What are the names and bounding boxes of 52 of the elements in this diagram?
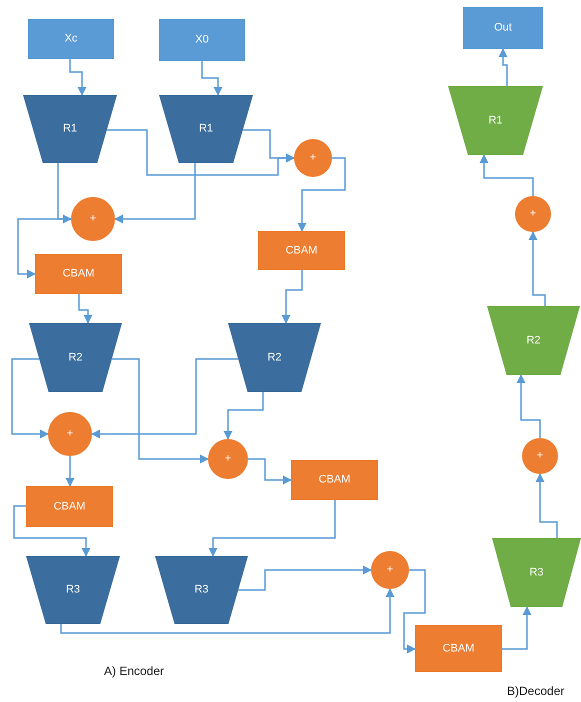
node-label: R3 (66, 583, 80, 597)
arrow (403, 569, 426, 654)
node-label: CBAM (318, 473, 350, 487)
node-label: R1 (488, 114, 503, 128)
arrow (17, 218, 71, 278)
arrow (60, 588, 394, 634)
arrow (282, 270, 303, 324)
arrow (498, 48, 508, 86)
arrow (502, 606, 532, 650)
node-label: R2 (526, 334, 541, 348)
arrow (78, 294, 92, 324)
arrow (13, 505, 90, 557)
node-label: + (66, 427, 74, 441)
node-label: + (530, 207, 536, 221)
node-label: + (310, 151, 316, 165)
node-label: Xc (64, 32, 78, 46)
arrow (91, 358, 238, 438)
arrow (242, 129, 295, 162)
node-label: R1 (62, 122, 78, 136)
arrow (112, 358, 209, 464)
panel-caption: B)Decoder (507, 684, 564, 698)
node-label: R2 (267, 350, 282, 364)
arrow (208, 500, 336, 557)
arrow (11, 358, 49, 438)
arrow (536, 473, 558, 538)
arrow (57, 163, 72, 224)
node-label: R1 (198, 122, 214, 136)
node-label: CBAM (442, 642, 474, 656)
arrow (224, 392, 264, 440)
node-label: R3 (194, 583, 209, 597)
arrow (528, 231, 546, 306)
arrow (66, 456, 74, 487)
node-label: + (536, 449, 544, 463)
node-label: CBAM (286, 244, 318, 258)
node-label: Out (494, 21, 512, 35)
arrow (298, 157, 346, 232)
node-label: + (386, 563, 394, 577)
panel-caption: A) Encoder (104, 664, 164, 678)
arrow (114, 163, 196, 224)
arrow (480, 154, 534, 196)
node-label: + (224, 452, 232, 466)
arrow (516, 374, 541, 438)
node-label: + (90, 212, 96, 226)
node-label: X0 (195, 33, 209, 47)
node-label: CBAM (54, 500, 86, 514)
arrow (238, 566, 372, 591)
arrow (69, 59, 86, 96)
node-label: R2 (68, 350, 83, 364)
node-label: CBAM (62, 267, 94, 281)
arrow (201, 61, 222, 96)
node-label: R3 (529, 566, 544, 580)
arrow (248, 458, 292, 484)
